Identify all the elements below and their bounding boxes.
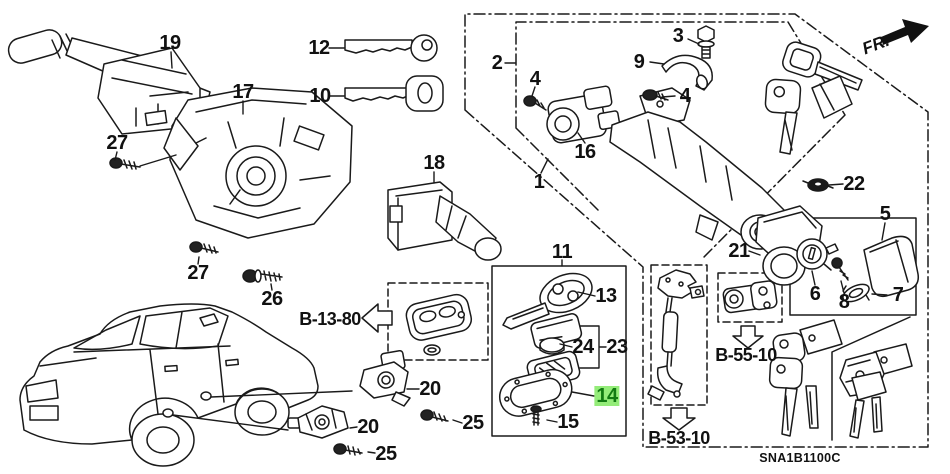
callout-4-a[interactable]: 4 bbox=[529, 68, 541, 90]
part-4-screw-left bbox=[523, 95, 547, 111]
callout-26[interactable]: 26 bbox=[261, 288, 283, 310]
callout-7[interactable]: 7 bbox=[892, 284, 904, 306]
part-b5510-actuator bbox=[722, 280, 778, 314]
part-3-bolt bbox=[697, 25, 715, 59]
callout-9[interactable]: 9 bbox=[633, 51, 645, 73]
callout-20-a[interactable]: 20 bbox=[419, 378, 441, 400]
callout-18[interactable]: 18 bbox=[423, 152, 445, 174]
part-24-battery bbox=[539, 337, 565, 355]
callout-16[interactable]: 16 bbox=[574, 141, 596, 163]
b1380-arrow-icon bbox=[361, 303, 393, 333]
part-15-screw bbox=[530, 405, 542, 426]
part-18-wiper-switch bbox=[387, 181, 502, 261]
callout-3[interactable]: 3 bbox=[672, 25, 684, 47]
part-19-lighting-switch bbox=[7, 29, 211, 135]
callout-27-b[interactable]: 27 bbox=[187, 262, 209, 284]
part-key-set-bottom-left bbox=[768, 319, 843, 437]
leader-lines bbox=[114, 38, 888, 454]
part-26-bolt bbox=[242, 269, 283, 283]
callout-12[interactable]: 12 bbox=[308, 37, 330, 59]
callout-14[interactable]: 14 bbox=[594, 385, 620, 407]
part-6-key-cylinder bbox=[796, 238, 839, 271]
callout-11[interactable]: 11 bbox=[551, 241, 573, 263]
callout-25-a[interactable]: 25 bbox=[462, 412, 484, 434]
diagram-code: SNA1B1100C bbox=[759, 450, 841, 465]
callout-10[interactable]: 10 bbox=[309, 85, 331, 107]
callout-17[interactable]: 17 bbox=[232, 81, 254, 103]
callout-19[interactable]: 19 bbox=[159, 32, 181, 54]
callout-13[interactable]: 13 bbox=[595, 285, 617, 307]
arrows bbox=[361, 19, 929, 431]
b5510-arrow-icon bbox=[732, 325, 764, 349]
box-b5510 bbox=[717, 272, 783, 323]
car-illustration bbox=[19, 303, 319, 467]
ref-link-b-53-10[interactable]: B-53-10 bbox=[648, 428, 710, 448]
part-key-set-bottom-right bbox=[839, 343, 913, 439]
part-b1380-remote bbox=[405, 293, 473, 356]
fr-arrow-icon bbox=[881, 19, 929, 45]
part-17-switch-base bbox=[163, 87, 353, 239]
box-11 bbox=[491, 265, 627, 437]
part-b5310-lock-rod bbox=[647, 269, 705, 401]
part-key-set-top bbox=[764, 41, 863, 155]
part-16-ignition-switch bbox=[546, 85, 621, 144]
part-13-transponder-key bbox=[502, 272, 593, 330]
callout-1[interactable]: 1 bbox=[533, 171, 545, 193]
ref-link-b-13-80[interactable]: B-13-80 bbox=[299, 309, 361, 329]
callout-4-b[interactable]: 4 bbox=[679, 85, 691, 107]
part-10-key bbox=[344, 75, 444, 112]
inner-chain-border-2 bbox=[515, 21, 846, 259]
callout-20-b[interactable]: 20 bbox=[357, 416, 379, 438]
part-12-key bbox=[344, 34, 438, 62]
callout-22[interactable]: 22 bbox=[843, 173, 865, 195]
part-7-clip bbox=[842, 283, 870, 303]
box-b5310 bbox=[650, 264, 708, 406]
part-20-actuator-upper bbox=[359, 349, 411, 407]
part-22-grommet bbox=[802, 178, 834, 192]
part-20-actuator-lower bbox=[287, 405, 349, 439]
callout-27-a[interactable]: 27 bbox=[106, 132, 128, 154]
callout-5[interactable]: 5 bbox=[879, 203, 891, 225]
b5310-arrow-icon bbox=[662, 407, 696, 431]
callout-25-b[interactable]: 25 bbox=[375, 443, 397, 465]
part-9-bracket bbox=[661, 54, 713, 91]
callout-15[interactable]: 15 bbox=[557, 411, 579, 433]
part-8-screw bbox=[831, 257, 849, 281]
callout-8[interactable]: 8 bbox=[838, 291, 850, 313]
part-27-screw-bottom bbox=[189, 241, 219, 254]
callout-21[interactable]: 21 bbox=[728, 240, 750, 262]
part-25-screw-lower bbox=[333, 443, 363, 456]
keyset-partition bbox=[831, 316, 911, 441]
callout-24[interactable]: 24 bbox=[572, 336, 594, 358]
callout-6[interactable]: 6 bbox=[809, 283, 821, 305]
ref-link-b-55-10[interactable]: B-55-10 bbox=[715, 345, 777, 365]
callout-2[interactable]: 2 bbox=[491, 52, 503, 74]
callout-23[interactable]: 23 bbox=[606, 336, 628, 358]
part-14-gasket bbox=[498, 368, 573, 417]
part-25-screw-upper bbox=[420, 409, 449, 422]
outer-chain-border bbox=[464, 13, 929, 448]
